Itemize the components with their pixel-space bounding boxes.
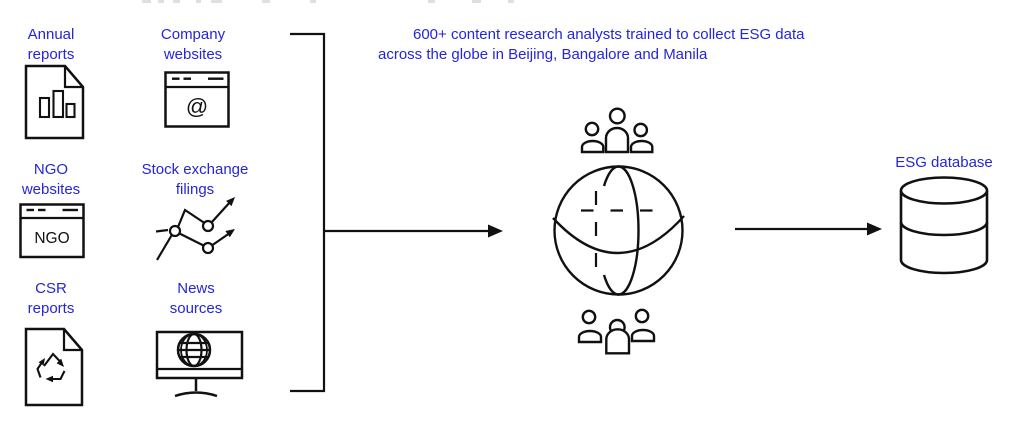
label-news-sources: News sources <box>126 279 266 319</box>
label-line: Annual <box>27 26 75 43</box>
label-line: sources <box>169 300 223 317</box>
cropped-text-artifact <box>158 0 164 3</box>
bar-chart-document-icon <box>24 64 85 140</box>
grouping-bracket <box>290 32 326 393</box>
label-company-websites: Company websites <box>123 25 263 65</box>
recycle-document-icon <box>24 327 84 407</box>
label-line: reports <box>27 46 75 63</box>
label-ngo-websites: NGO websites <box>0 160 121 200</box>
arrowhead-icon <box>488 224 503 238</box>
label-stock-exchange-filings: Stock exchange filings <box>125 160 265 200</box>
label-line: websites <box>163 46 223 63</box>
label-annual-reports: Annual reports <box>0 25 121 65</box>
people-group-icon <box>577 308 656 355</box>
label-line: Stock exchange <box>141 161 249 178</box>
cropped-text-artifact <box>472 0 481 3</box>
label-line: NGO <box>33 161 69 178</box>
browser-window-ngo-icon: NGO <box>19 203 85 259</box>
arrowhead-icon <box>226 197 235 207</box>
database-cylinder-icon <box>899 176 989 275</box>
people-group-icon <box>580 107 654 154</box>
ngo-text: NGO <box>34 230 69 247</box>
arrowhead-icon <box>867 222 882 236</box>
label-line: ESG database <box>895 154 993 171</box>
cropped-text-artifact <box>428 0 435 3</box>
label-line: Company <box>160 26 226 43</box>
label-line: websites <box>21 181 81 198</box>
stock-line-chart-icon <box>155 197 235 261</box>
label-line: News <box>177 280 215 297</box>
globe-wireframe-icon <box>552 165 685 296</box>
cropped-text-artifact <box>142 0 151 3</box>
analysts-note-line1: 600+ content research analysts trained t… <box>413 26 805 43</box>
label-line: filings <box>175 181 215 198</box>
cropped-text-artifact <box>173 0 180 3</box>
browser-window-at-icon: @ <box>164 71 230 128</box>
at-symbol: @ <box>186 94 208 119</box>
label-csr-reports: CSR reports <box>0 279 121 319</box>
arrowhead-icon <box>56 358 64 367</box>
label-line: reports <box>27 300 75 317</box>
cropped-text-artifact <box>211 0 222 3</box>
label-line: CSR <box>35 280 67 297</box>
arrowhead-icon <box>38 358 45 366</box>
analysts-note-line2: across the globe in Beijing, Bangalore a… <box>378 46 708 63</box>
cropped-text-artifact <box>508 0 514 3</box>
cropped-text-artifact <box>310 0 316 3</box>
cropped-text-artifact <box>262 0 270 3</box>
cropped-text-artifact <box>196 0 201 3</box>
monitor-globe-icon <box>155 330 244 398</box>
arrowhead-icon <box>225 229 235 238</box>
label-esg-database: ESG database <box>874 153 1014 173</box>
arrowhead-icon <box>45 375 53 383</box>
